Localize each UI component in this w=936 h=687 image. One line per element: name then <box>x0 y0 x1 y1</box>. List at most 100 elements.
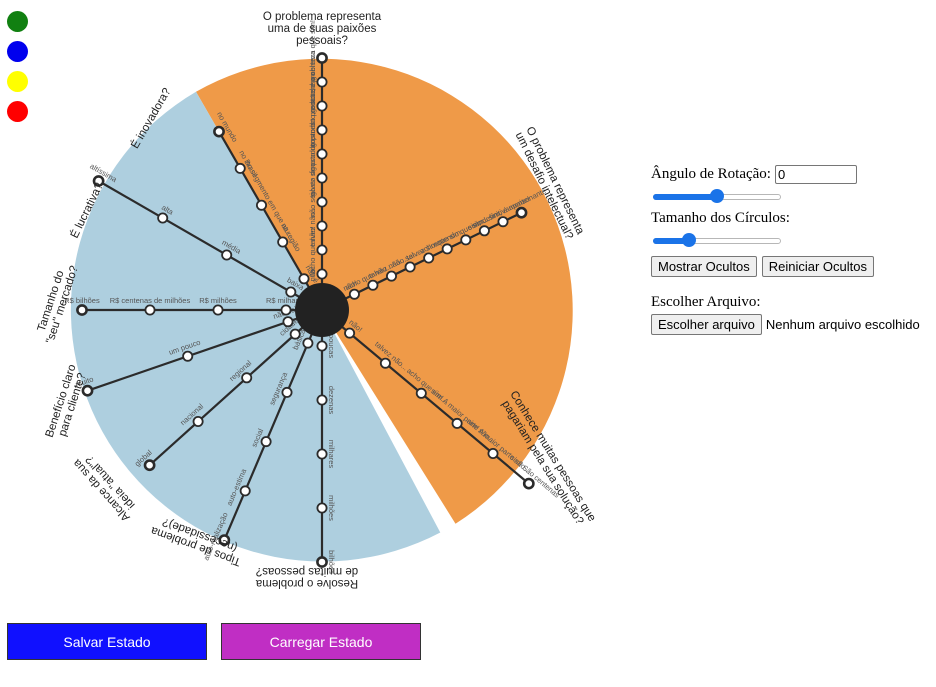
circle-size-slider-fill <box>653 238 689 244</box>
wheel-stop-circle[interactable] <box>515 206 528 219</box>
wheel-stop-label: dezenas <box>327 386 336 415</box>
wheel-stop-circle[interactable] <box>441 243 453 255</box>
wheel-stop-circle[interactable] <box>255 199 267 211</box>
wheel-stop-circle[interactable] <box>348 288 360 300</box>
wheel-axis-label-line: pessoais? <box>296 35 348 47</box>
status-dot-red[interactable] <box>7 101 28 122</box>
wheel-stop-label: gosto do produto, e ac… <box>308 89 317 171</box>
wheel-stop-circle[interactable] <box>281 386 293 398</box>
wheel-stop-label: milhares <box>327 440 336 469</box>
wheel-stop-circle[interactable] <box>423 252 435 264</box>
wheel-stop-label: R$ milhões <box>199 296 237 305</box>
wheel-stop-label: R$ milhares <box>266 296 306 305</box>
save-state-button[interactable]: Salvar Estado <box>7 623 207 660</box>
wheel-stop-circle[interactable] <box>285 286 297 298</box>
wheel-stop-circle[interactable] <box>316 196 328 208</box>
wheel-stop-circle[interactable] <box>487 447 499 459</box>
wheel-stop-circle[interactable] <box>213 125 225 138</box>
wheel-stop-circle[interactable] <box>316 556 328 568</box>
wheel-stop-circle[interactable] <box>316 148 328 160</box>
wheel-stop-circle[interactable] <box>316 76 328 88</box>
status-dot-yellow[interactable] <box>7 71 28 92</box>
wheel-stop-label: milhões <box>327 495 336 521</box>
wheel-axis-label-line: de muitas pessoas? <box>256 565 358 577</box>
wheel-stop-circle[interactable] <box>192 415 204 427</box>
wheel-stop-circle[interactable] <box>239 485 251 497</box>
wheel-stop-circle[interactable] <box>415 387 427 399</box>
wheel-stop-label: não! <box>308 267 317 282</box>
wheel-stop-circle[interactable] <box>260 436 272 448</box>
wheel-stop-circle[interactable] <box>81 384 94 397</box>
circle-size-slider-thumb[interactable] <box>681 233 696 247</box>
circle-size-slider[interactable] <box>653 233 781 247</box>
wheel-stop-circle[interactable] <box>460 234 472 246</box>
wheel-stop-label: gosto do produto, mas … <box>308 112 317 196</box>
show-hidden-button[interactable]: Mostrar Ocultos <box>651 255 757 277</box>
wheel-stop-label: talvez sim... <box>308 158 317 198</box>
wheel-stop-circle[interactable] <box>316 244 328 256</box>
wheel-stop-circle[interactable] <box>451 417 463 429</box>
wheel-stop-circle[interactable] <box>241 372 253 384</box>
wheel-stop-circle[interactable] <box>212 304 224 316</box>
wheel-axis-label-line: Resolve o problema <box>255 577 358 589</box>
wheel-stop-circle[interactable] <box>316 124 328 136</box>
wheel-stop-circle[interactable] <box>316 448 328 460</box>
wheel-stop-label: talvez não... <box>308 206 317 246</box>
rotation-label: Ângulo de Rotação: <box>651 165 771 182</box>
wheel-stop-circle[interactable] <box>367 279 379 291</box>
choose-file-button[interactable]: Escolher arquivo <box>651 313 762 335</box>
rotation-angle-input[interactable] <box>774 164 857 184</box>
wheel-stop-circle[interactable] <box>316 268 328 280</box>
reset-hidden-button[interactable]: Reiniciar Ocultos <box>761 255 875 277</box>
status-dot-green[interactable] <box>7 11 28 32</box>
wheel-stop-circle[interactable] <box>218 534 231 546</box>
wheel-stop-circle[interactable] <box>316 220 328 232</box>
wheel-stop-label: tenho certeza que sim! <box>308 20 317 96</box>
wheel-stop-label: acho que não! <box>308 226 317 274</box>
wheel-stop-circle[interactable] <box>522 477 535 490</box>
wheel-stop-circle[interactable] <box>289 328 301 340</box>
wheel-stop-circle[interactable] <box>282 316 294 328</box>
wheel-stop-circle[interactable] <box>379 357 391 369</box>
rotation-slider[interactable] <box>653 189 781 203</box>
wheel-stop-label: R$ bilhões <box>64 296 100 305</box>
wheel-stop-circle[interactable] <box>157 212 169 224</box>
wheel-stop-circle[interactable] <box>298 273 310 285</box>
wheel-stop-circle[interactable] <box>316 340 328 352</box>
wheel-stop-circle[interactable] <box>316 394 328 406</box>
wheel-stop-circle[interactable] <box>497 216 509 228</box>
wheel-stop-circle[interactable] <box>478 225 490 237</box>
wheel-stop-circle[interactable] <box>316 52 328 64</box>
no-file-text: Nenhum arquivo escolhido <box>765 316 920 332</box>
status-dot-blue[interactable] <box>7 41 28 62</box>
wheel-stop-label: gosto do produto, e go… <box>308 65 317 148</box>
wheel-stop-circle[interactable] <box>92 175 105 187</box>
wheel-stop-circle[interactable] <box>143 459 156 472</box>
wheel-stop-label: gosto do problema <box>308 50 317 113</box>
wheel-center-hub <box>295 283 349 337</box>
wheel-axis-label-line: uma de suas paixões <box>268 23 377 35</box>
wheel-stop-circle[interactable] <box>344 327 356 339</box>
wheel-stop-circle[interactable] <box>277 236 289 248</box>
wheel-stop-circle[interactable] <box>280 304 292 316</box>
wheel-stop-circle[interactable] <box>316 172 328 184</box>
rotation-slider-thumb[interactable] <box>710 189 724 203</box>
wheel-stop-circle[interactable] <box>76 304 88 316</box>
wheel-stop-circle[interactable] <box>316 502 328 514</box>
wheel-stop-circle[interactable] <box>404 261 416 273</box>
wheel-stop-label: R$ centenas de milhões <box>110 296 191 305</box>
wheel-stop-circle[interactable] <box>234 162 246 174</box>
controls-panel: Ângulo de Rotação: Tamanho dos Círculos:… <box>651 163 936 335</box>
wheel-stop-circle[interactable] <box>385 270 397 282</box>
wheel-blue-region <box>70 91 441 562</box>
wheel-stop-circle[interactable] <box>144 304 156 316</box>
wheel-stop-circle[interactable] <box>316 100 328 112</box>
wheel-orange-region <box>196 58 573 524</box>
wheel-stop-circle[interactable] <box>221 249 233 261</box>
load-state-button[interactable]: Carregar Estado <box>221 623 421 660</box>
rotation-slider-fill <box>653 194 717 200</box>
wheel-stop-circle[interactable] <box>302 337 314 349</box>
wheel-stop-circle[interactable] <box>182 350 194 362</box>
